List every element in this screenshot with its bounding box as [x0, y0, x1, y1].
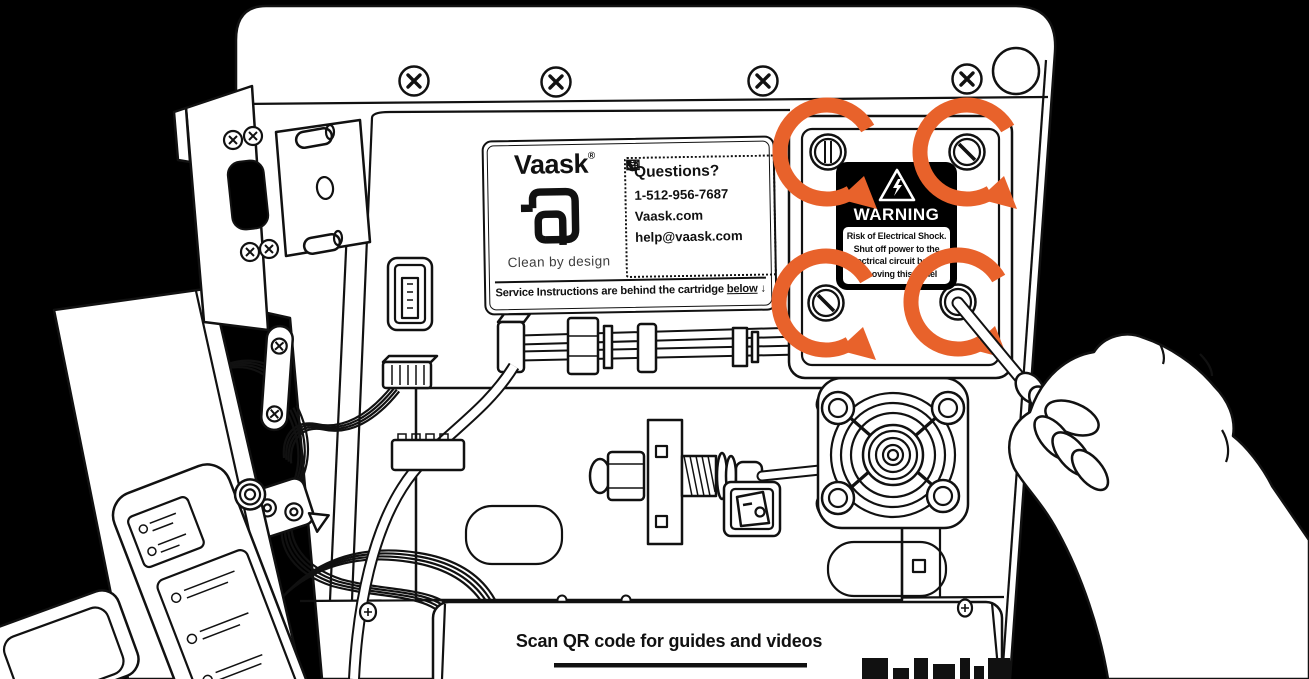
- qr-code: [862, 658, 1010, 679]
- brand-tagline: Clean by design: [507, 253, 611, 271]
- phillips-screw-icon: [747, 65, 779, 97]
- vaask-logo-icon: [520, 187, 580, 245]
- brand-wordmark: Vaask®: [513, 148, 595, 181]
- phillips-screw-icon: [951, 63, 983, 95]
- cartridge-holder: [0, 589, 140, 679]
- hinge-assembly: [172, 84, 372, 332]
- slotted-screw-icon: [939, 283, 977, 321]
- hinge-screws: [222, 125, 280, 263]
- panel-screw: [358, 598, 974, 623]
- cartridge-label-large: [156, 549, 305, 679]
- vaask-service-label: Vaask® Clean by design Questions? 1-512-…: [481, 135, 778, 316]
- slotted-screw-icon: [807, 284, 845, 322]
- hinge-pin: [302, 229, 344, 255]
- cartridge-label-small: [127, 496, 205, 569]
- contact-row-website: Vaask.com: [626, 159, 774, 226]
- slotted-screw-icon: [948, 133, 986, 171]
- qr-caption: Scan QR code for guides and videos: [515, 631, 823, 651]
- panel-hole: [991, 46, 1041, 96]
- top-screws: [398, 46, 1041, 98]
- terminal-connector: [390, 433, 466, 472]
- warning-title: WARNING: [853, 205, 940, 224]
- phillips-screw-icon: [540, 66, 572, 98]
- hinge-pin: [294, 123, 336, 149]
- bottom-panel: [358, 598, 1010, 679]
- cartridge-cap: [233, 478, 267, 511]
- contact-row-email: help@vaask.com: [626, 159, 774, 247]
- wire-connector: [381, 354, 439, 390]
- questions-heading: Questions?: [633, 162, 720, 181]
- hinge-roller: [226, 159, 270, 231]
- pump-bolts: [820, 390, 966, 516]
- cartridge: [111, 463, 320, 679]
- label-line: [554, 663, 807, 668]
- registered-mark: ®: [587, 150, 595, 162]
- email-icon: [626, 159, 640, 171]
- usb-port: [386, 256, 434, 332]
- down-arrow-icon: ↓: [760, 282, 766, 295]
- warning-label: WARNING Risk of Electrical Shock. Shut o…: [838, 164, 955, 288]
- power-switch: [722, 480, 782, 538]
- cable-clamp: [260, 324, 294, 432]
- contact-row-phone: 1-512-956-7687: [627, 160, 773, 205]
- questions-box: Questions? 1-512-956-7687 Vaask.com help…: [623, 154, 777, 279]
- electric-shock-warning-icon: [878, 168, 915, 202]
- phillips-screw-icon: [398, 65, 430, 97]
- switch-on-mark: [742, 502, 753, 507]
- warning-body: Risk of Electrical Shock. Shut off power…: [843, 227, 950, 284]
- pipe-fitting: [588, 418, 826, 546]
- slotted-screw-icon: [809, 133, 847, 171]
- switch-off-mark: [754, 506, 766, 518]
